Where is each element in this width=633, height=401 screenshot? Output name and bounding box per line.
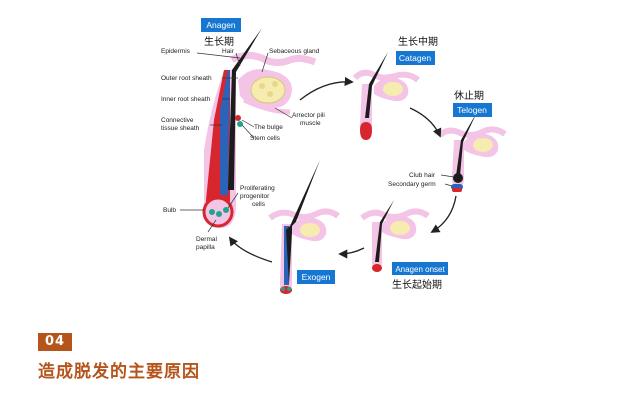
arrow-anagen-to-catagen (299, 76, 354, 101)
label-bulb: Bulb (163, 207, 176, 214)
hair-growth-cycle-diagram: Anagen 生长期 Epidermis Hair Sebaceous glan… (161, 18, 507, 294)
stage-tag-telogen-text: Telogen (457, 105, 487, 115)
exogen-follicle (268, 160, 340, 294)
stage-tag-catagen-text: Catagen (399, 53, 431, 63)
stage-zh-anagen: 生长期 (204, 35, 234, 48)
label-proliferating-3: cells (252, 201, 266, 208)
label-outer-root-sheath: Outer root sheath (161, 75, 212, 82)
section-number-badge: 04 (38, 333, 72, 351)
arrow-exogen-to-anagen (228, 236, 273, 263)
arrow-telogen-to-onset (430, 195, 457, 233)
label-inner-root-sheath: Inner root sheath (161, 96, 211, 103)
catagen-follicle (352, 52, 420, 140)
label-connective-2: tissue sheath (161, 125, 200, 132)
cycle-arrows (228, 76, 457, 263)
label-hair: Hair (222, 48, 235, 55)
stage-tag-anagen-onset: Anagen onset (392, 262, 448, 275)
label-bulge: The bulge (254, 124, 283, 131)
anagen-leader-lines (180, 52, 293, 233)
label-connective-1: Connective (161, 117, 194, 124)
label-club-hair: Club hair (409, 172, 436, 179)
label-arrector-2: muscle (300, 120, 321, 127)
telogen-follicle (438, 112, 507, 192)
anagen-follicle (202, 28, 317, 228)
label-epidermis: Epidermis (161, 48, 191, 55)
stage-tag-onset-text: Anagen onset (395, 265, 445, 274)
label-dermal-2: papilla (196, 244, 215, 251)
label-secondary-germ: Secondary germ (388, 181, 436, 188)
stage-zh-catagen: 生长中期 (398, 35, 438, 48)
stage-zh-telogen: 休止期 (454, 90, 484, 102)
arrow-onset-to-exogen (338, 247, 365, 259)
section-title: 造成脱发的主要原因 (38, 362, 200, 382)
stage-tag-exogen-text: Exogen (302, 272, 331, 282)
arrow-catagen-to-telogen (409, 107, 442, 138)
section-heading-block: 04 造成脱发的主要原因 (38, 333, 598, 393)
label-proliferating-1: Proliferating (240, 185, 275, 192)
label-stem-cells: Stem cells (250, 135, 281, 142)
label-arrector-1: Arrector pili (292, 112, 325, 119)
stage-tag-telogen: Telogen (453, 103, 492, 117)
stage-zh-onset: 生长起始期 (392, 278, 442, 291)
stage-tag-anagen: Anagen (201, 18, 241, 32)
stage-tag-anagen-text: Anagen (206, 20, 236, 30)
stage-tag-catagen: Catagen (396, 51, 435, 65)
label-proliferating-2: progenitor (240, 193, 270, 200)
label-dermal-1: Dermal (196, 236, 218, 243)
anagen-onset-follicle (360, 200, 430, 272)
stage-tag-exogen: Exogen (297, 270, 335, 284)
label-sebaceous-gland: Sebaceous gland (269, 48, 320, 55)
